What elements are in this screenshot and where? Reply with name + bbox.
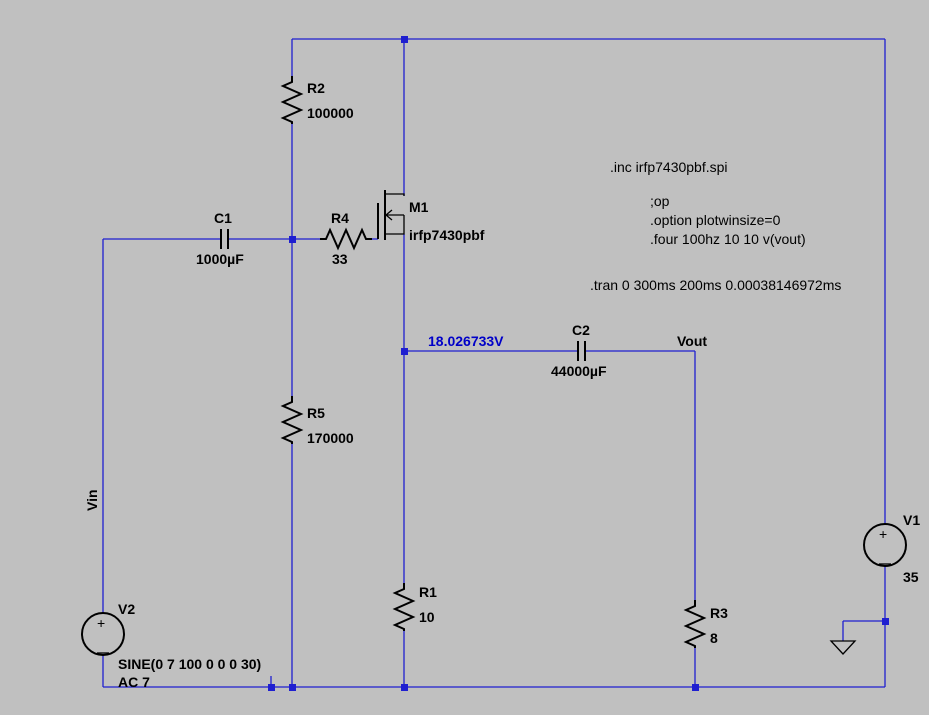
capacitor-c1-ref: C1 bbox=[214, 210, 232, 226]
voltage-source-v2-symbol bbox=[81, 612, 125, 656]
resistor-r3[interactable]: R3 8 bbox=[683, 600, 728, 648]
capacitor-c2-value: 44000µF bbox=[551, 363, 607, 379]
net-label-vin[interactable]: Vin bbox=[84, 489, 100, 511]
resistor-r3-value: 8 bbox=[710, 630, 718, 646]
directive-inc[interactable]: .inc irfp7430pbf.spi bbox=[610, 159, 728, 175]
resistor-r1-ref: R1 bbox=[419, 584, 437, 600]
voltage-source-v2-value: SINE(0 7 100 0 0 0 30) bbox=[118, 656, 261, 672]
junction-dot bbox=[289, 236, 296, 243]
directive-option[interactable]: .option plotwinsize=0 bbox=[650, 212, 781, 228]
junction-dot bbox=[882, 618, 889, 625]
directive-tran[interactable]: .tran 0 300ms 200ms 0.00038146972ms bbox=[590, 277, 841, 293]
junction-dot bbox=[692, 684, 699, 691]
directive-four[interactable]: .four 100hz 10 10 v(vout) bbox=[650, 231, 806, 247]
junction-dot bbox=[401, 36, 408, 43]
resistor-r4-ref: R4 bbox=[331, 210, 349, 226]
mosfet-m1-value: irfp7430pbf bbox=[409, 227, 485, 243]
mosfet-m1-arrow bbox=[384, 209, 393, 221]
resistor-r3-ref: R3 bbox=[710, 605, 728, 621]
resistor-r1[interactable]: R1 10 bbox=[392, 583, 437, 631]
voltage-source-v2-ac: AC 7 bbox=[118, 674, 150, 690]
mosfet-m1-drain bbox=[385, 193, 405, 196]
resistor-r5[interactable]: R5 170000 bbox=[280, 396, 354, 446]
resistor-r5-symbol bbox=[280, 396, 304, 444]
directive-op[interactable]: ;op bbox=[650, 193, 670, 209]
junctions bbox=[268, 36, 889, 691]
voltage-source-v1[interactable]: + V1 35 bbox=[863, 512, 920, 585]
resistor-r1-value: 10 bbox=[419, 609, 435, 625]
ground-symbol[interactable] bbox=[829, 640, 857, 655]
resistor-r4[interactable]: R4 33 bbox=[320, 210, 378, 267]
resistor-r4-value: 33 bbox=[332, 251, 348, 267]
capacitor-c1-value: 1000µF bbox=[196, 251, 244, 267]
capacitor-c2-ref: C2 bbox=[572, 322, 590, 338]
ground-icon bbox=[829, 640, 857, 655]
spice-directives: .inc irfp7430pbf.spi ;op .option plotwin… bbox=[590, 159, 841, 293]
resistor-r2[interactable]: R2 100000 bbox=[280, 76, 354, 124]
mosfet-m1-ref: M1 bbox=[409, 199, 429, 215]
mosfet-m1[interactable]: M1 irfp7430pbf bbox=[377, 190, 485, 243]
voltage-source-v2[interactable]: + V2 SINE(0 7 100 0 0 0 30) AC 7 bbox=[81, 601, 261, 690]
voltage-source-v1-value: 35 bbox=[903, 569, 919, 585]
capacitor-c2[interactable]: C2 44000µF bbox=[551, 322, 607, 379]
capacitor-c1[interactable]: C1 1000µF bbox=[196, 210, 244, 267]
op-point-label[interactable]: 18.026733V bbox=[428, 333, 504, 349]
junction-dot bbox=[401, 684, 408, 691]
voltage-source-v1-symbol bbox=[863, 523, 907, 567]
mosfet-m1-source bbox=[385, 215, 405, 235]
resistor-r1-symbol bbox=[392, 583, 416, 631]
resistor-r2-value: 100000 bbox=[307, 105, 354, 121]
resistor-r4-symbol bbox=[320, 227, 372, 251]
wires bbox=[102, 38, 886, 688]
plus-icon: + bbox=[879, 526, 887, 542]
resistor-r2-symbol bbox=[280, 76, 304, 124]
voltage-source-v2-ref: V2 bbox=[118, 601, 135, 617]
resistor-r5-ref: R5 bbox=[307, 405, 325, 421]
net-label-vout[interactable]: Vout bbox=[677, 333, 707, 349]
plus-icon: + bbox=[97, 615, 105, 631]
junction-dot bbox=[268, 684, 275, 691]
resistor-r5-value: 170000 bbox=[307, 430, 354, 446]
resistor-r2-ref: R2 bbox=[307, 80, 325, 96]
voltage-source-v1-ref: V1 bbox=[903, 512, 920, 528]
junction-dot bbox=[401, 348, 408, 355]
junction-dot bbox=[289, 684, 296, 691]
resistor-r3-symbol bbox=[683, 600, 707, 648]
